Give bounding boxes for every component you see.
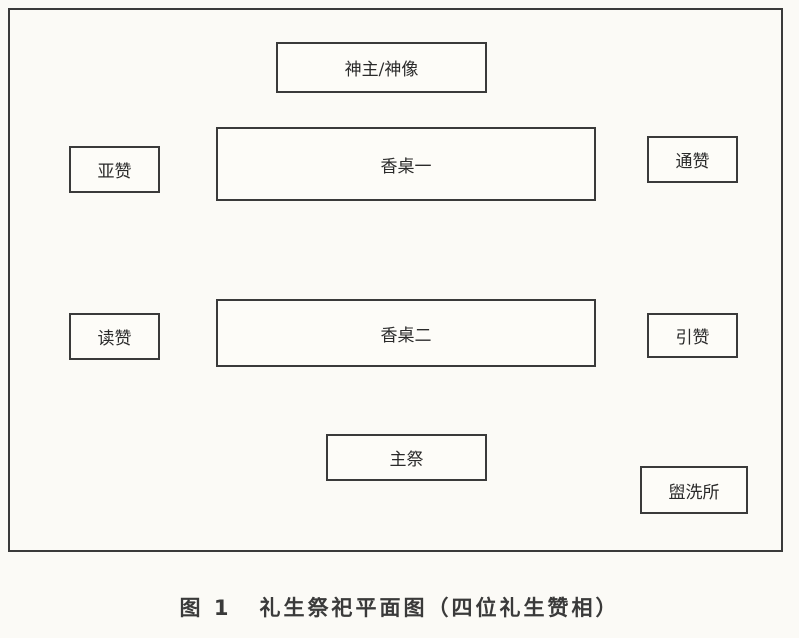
box-label: 神主/神像 xyxy=(344,60,419,80)
box-label: 香桌一 xyxy=(380,156,432,177)
box-label: 盥洗所 xyxy=(668,482,720,503)
diagram-frame xyxy=(8,8,783,552)
figure-number: 图 1 xyxy=(179,596,232,620)
box-label: 读赞 xyxy=(97,329,132,349)
box-tongzan: 通赞 xyxy=(647,136,738,183)
box-zhuji: 主祭 xyxy=(326,434,487,481)
box-label: 香桌二 xyxy=(380,325,432,346)
box-xiangzhuo-1: 香桌一 xyxy=(216,127,596,201)
box-duzan: 读赞 xyxy=(69,313,160,360)
box-yinzan: 引赞 xyxy=(647,313,738,358)
box-label: 亚赞 xyxy=(97,162,132,182)
box-shenzhu: 神主/神像 xyxy=(276,42,487,93)
box-yazan: 亚赞 xyxy=(69,146,160,193)
box-label: 主祭 xyxy=(389,450,424,470)
box-guanxisuo: 盥洗所 xyxy=(640,466,748,514)
box-xiangzhuo-2: 香桌二 xyxy=(216,299,596,367)
box-label: 通赞 xyxy=(675,152,710,172)
figure-caption: 图 1 礼生祭祀平面图（四位礼生赞相） xyxy=(0,592,799,622)
figure-title: 礼生祭祀平面图（四位礼生赞相） xyxy=(259,596,620,620)
box-label: 引赞 xyxy=(675,328,710,348)
